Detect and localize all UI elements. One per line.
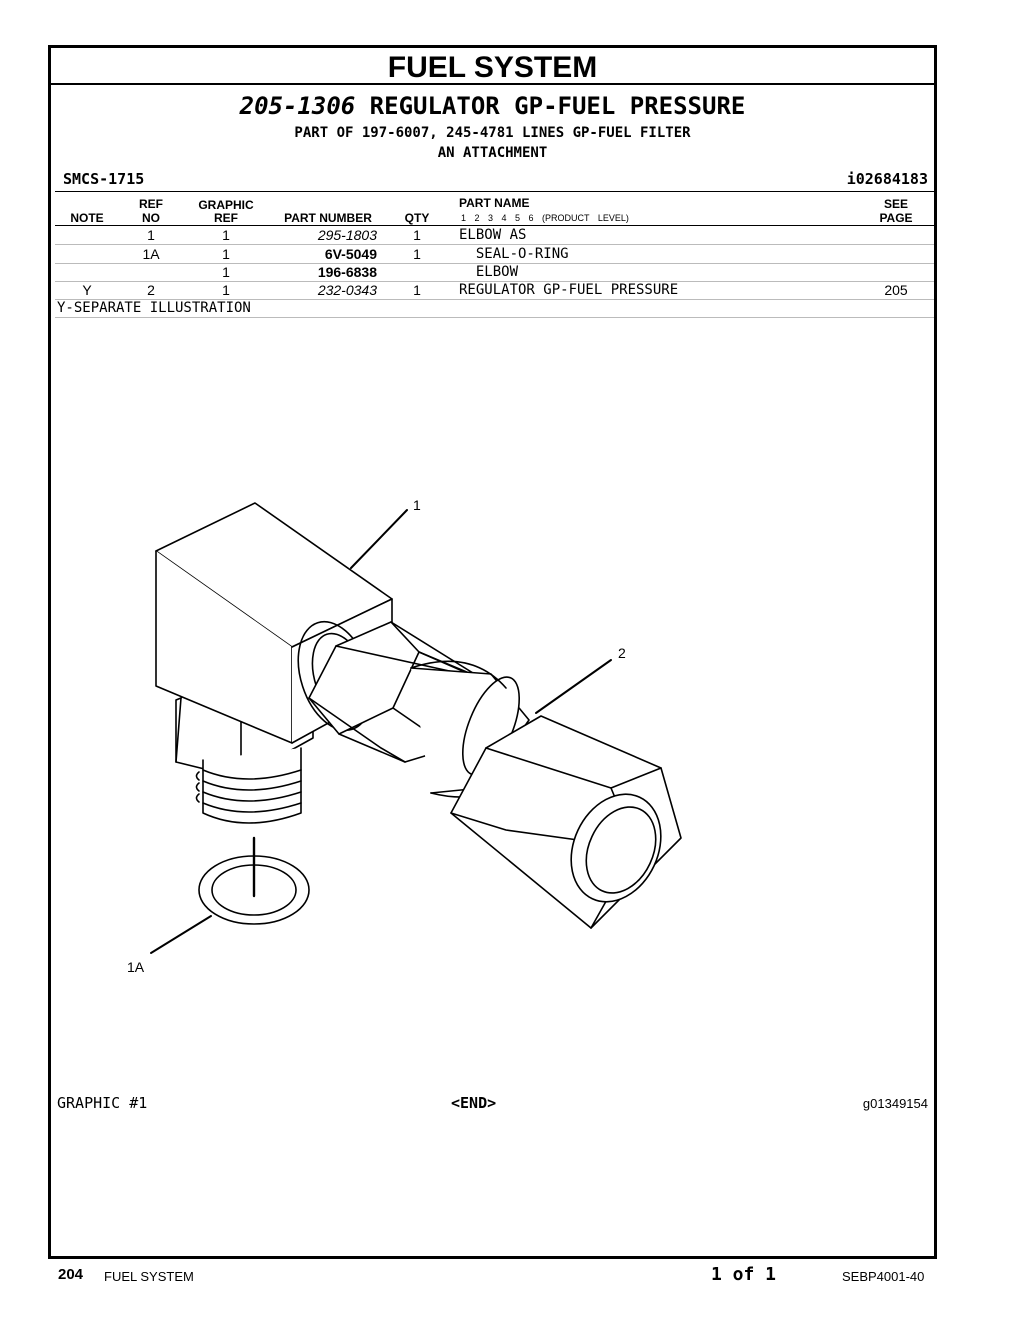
- col-part-name-header: PART NAME: [459, 196, 530, 210]
- callout-1A-leader: [150, 915, 212, 954]
- callout-2: 2: [618, 645, 626, 661]
- row-graphic-ref: 1: [222, 282, 230, 298]
- assembly-part-number: 205-1306: [239, 92, 356, 120]
- regulator-hex-nut: [308, 621, 484, 763]
- row-divider: [55, 244, 934, 245]
- footer-page-number: 204: [58, 1266, 84, 1283]
- row-graphic-ref: 1: [222, 264, 230, 280]
- header-top-rule: [55, 191, 934, 192]
- row-part-number: 295-1803: [317, 227, 377, 243]
- graphic-label: GRAPHIC #1: [57, 1094, 148, 1112]
- callout-1-leader: [350, 509, 408, 569]
- row-note: Y: [82, 282, 92, 298]
- row-divider: [55, 299, 934, 300]
- row-see-page: 205: [884, 282, 908, 298]
- footer-section: FUEL SYSTEM: [104, 1269, 194, 1284]
- footer-document: SEBP4001-40: [842, 1269, 925, 1284]
- row-part-number: 6V-5049: [324, 246, 377, 262]
- col-graphic-header-top: GRAPHIC: [198, 198, 254, 212]
- row-part-name: SEAL-O-RING: [459, 246, 569, 262]
- callout-2-leader: [535, 659, 612, 714]
- col-see-header-bottom: PAGE: [879, 211, 913, 225]
- footer-page-of: 1 of 1: [711, 1264, 777, 1285]
- row-part-name: ELBOW: [459, 264, 519, 280]
- col-graphic-header-bottom: REF: [214, 211, 238, 225]
- table-footnote: Y-SEPARATE ILLUSTRATION: [57, 300, 251, 316]
- assembly-name: REGULATOR GP-FUEL PRESSURE: [369, 92, 746, 120]
- row-part-name: REGULATOR GP-FUEL PRESSURE: [459, 282, 679, 298]
- row-divider: [55, 281, 934, 282]
- row-qty: 1: [413, 227, 421, 243]
- header-bottom-rule: [55, 225, 934, 226]
- graphic-id: g01349154: [862, 1096, 928, 1111]
- part-of-line: PART OF 197-6007, 245-4781 LINES GP-FUEL…: [294, 125, 691, 141]
- row-part-number: 196-6838: [317, 264, 377, 280]
- row-ref: 1: [147, 227, 155, 243]
- smcs-code: SMCS-1715: [63, 170, 145, 188]
- page-frame: FUEL SYSTEM 205-1306 REGULATOR GP-FUEL P…: [48, 45, 937, 1259]
- outlet-hex-nut: [450, 715, 682, 929]
- elbow-threaded-stem: [195, 747, 302, 824]
- row-part-number: 232-0343: [317, 282, 377, 298]
- callout-1A: 1A: [127, 959, 145, 975]
- col-ref-header-top: REF: [139, 197, 163, 211]
- end-marker: <END>: [451, 1094, 497, 1112]
- row-qty: 1: [413, 246, 421, 262]
- assembly-title: 205-1306 REGULATOR GP-FUEL PRESSURE: [51, 92, 934, 120]
- seal-o-ring: [198, 836, 310, 925]
- col-part-number-header: PART NUMBER: [284, 211, 372, 225]
- row-ref: 2: [147, 282, 155, 298]
- row-divider: [55, 263, 934, 264]
- row-graphic-ref: 1: [222, 246, 230, 262]
- col-note-header: NOTE: [70, 211, 104, 225]
- row-graphic-ref: 1: [222, 227, 230, 243]
- col-ref-header-bottom: NO: [142, 211, 160, 225]
- title-divider: [51, 83, 934, 85]
- col-qty-header: QTY: [404, 211, 430, 225]
- callout-1: 1: [413, 497, 421, 513]
- footnote-divider: [55, 317, 934, 318]
- col-see-header-top: SEE: [883, 197, 908, 211]
- row-ref: 1A: [142, 246, 160, 262]
- parts-illustration: 1 2 1A: [127, 497, 682, 975]
- row-qty: 1: [413, 282, 421, 298]
- illustration-id: i02684183: [846, 170, 928, 188]
- section-title: FUEL SYSTEM: [387, 51, 598, 84]
- product-levels: 1 2 3 4 5 6 (PRODUCT LEVEL): [461, 213, 629, 223]
- assembly-subtitle: AN ATTACHMENT: [437, 145, 548, 161]
- row-part-name: ELBOW AS: [459, 227, 527, 243]
